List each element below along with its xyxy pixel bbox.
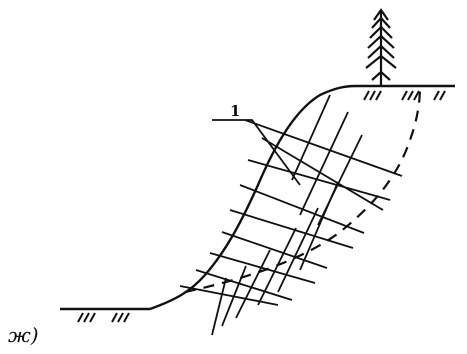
nail-7 bbox=[209, 252, 316, 284]
cross-8 bbox=[221, 265, 247, 327]
cross-4 bbox=[299, 181, 339, 271]
nail-2 bbox=[261, 137, 384, 211]
cross-members bbox=[211, 94, 363, 336]
nail-3 bbox=[247, 159, 391, 201]
nail-5 bbox=[229, 209, 354, 249]
lower-ground-hatching bbox=[77, 312, 130, 323]
slope-surface bbox=[149, 84, 356, 311]
nail-9 bbox=[179, 285, 279, 306]
nail-6 bbox=[221, 231, 328, 269]
slip-surface-dashed bbox=[184, 85, 422, 294]
nail-8 bbox=[195, 269, 293, 301]
callout-label-1: 1 bbox=[230, 102, 240, 120]
cross-5 bbox=[277, 207, 319, 293]
cross-7 bbox=[235, 249, 271, 319]
subfigure-label: ж) bbox=[8, 323, 39, 347]
cross-6 bbox=[257, 227, 297, 306]
cross-1 bbox=[291, 94, 331, 181]
cross-2 bbox=[299, 111, 349, 216]
spruce-tree-icon bbox=[365, 8, 397, 86]
nail-1 bbox=[244, 119, 403, 177]
upper-ground-hatching bbox=[363, 90, 446, 101]
soil-nails bbox=[179, 119, 403, 306]
cross-9 bbox=[211, 277, 227, 336]
callout-leader bbox=[212, 119, 301, 186]
